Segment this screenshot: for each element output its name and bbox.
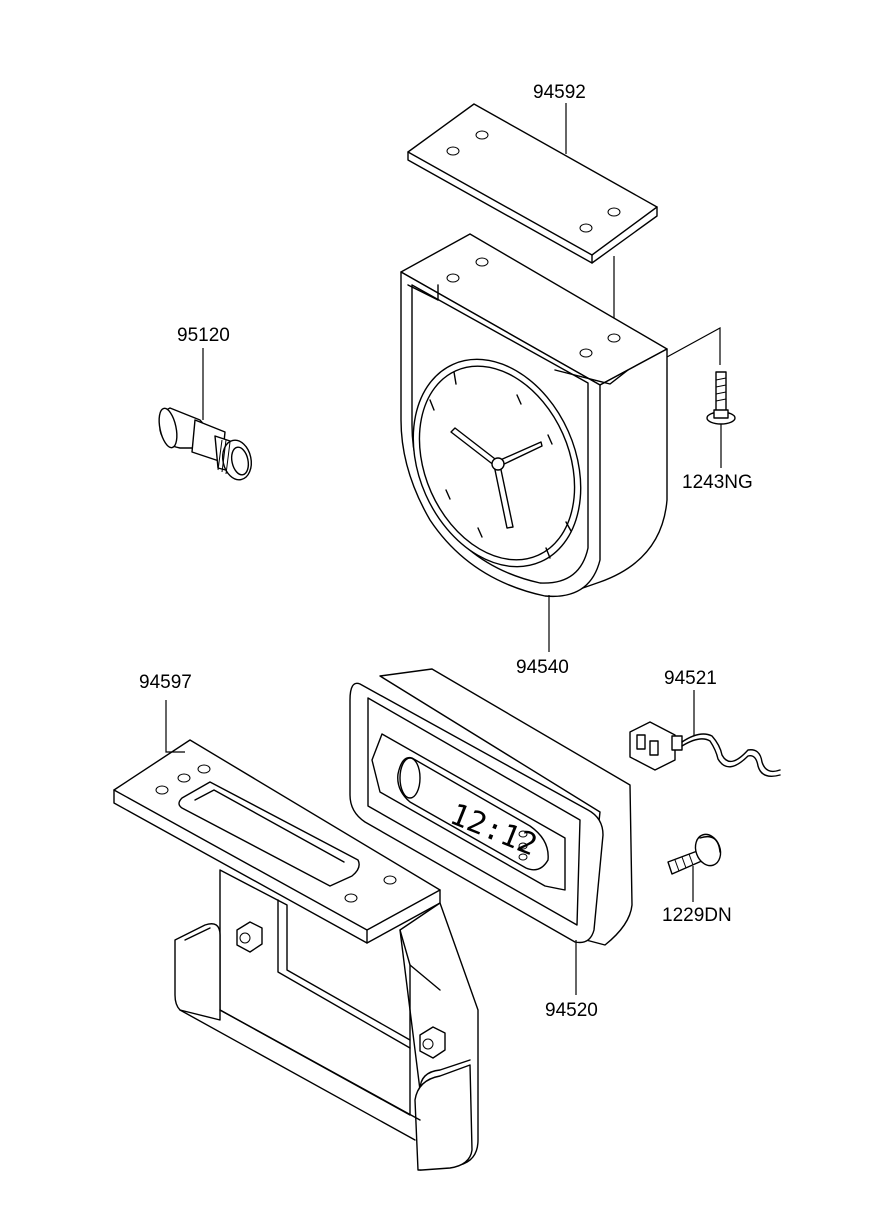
label-94597: 94597 bbox=[139, 672, 192, 693]
label-95120: 95120 bbox=[177, 325, 230, 346]
label-94520: 94520 bbox=[545, 1000, 598, 1021]
part-94597-bracket bbox=[113, 739, 479, 1171]
part-95120-socket bbox=[158, 407, 253, 481]
part-1229DN-screw bbox=[667, 833, 722, 875]
label-94521: 94521 bbox=[664, 668, 717, 689]
part-1243NG-screw bbox=[706, 371, 736, 425]
label-94540: 94540 bbox=[516, 657, 569, 678]
part-94540-analog-clock bbox=[400, 233, 668, 598]
label-1243NG: 1243NG bbox=[682, 472, 753, 493]
label-1229DN: 1229DN bbox=[662, 905, 732, 926]
part-94520-digital-clock: 12:12 bbox=[349, 668, 633, 946]
label-94592: 94592 bbox=[533, 82, 586, 103]
part-94521-wire-connector bbox=[629, 721, 781, 778]
part-94592-mounting-plate bbox=[407, 103, 658, 264]
